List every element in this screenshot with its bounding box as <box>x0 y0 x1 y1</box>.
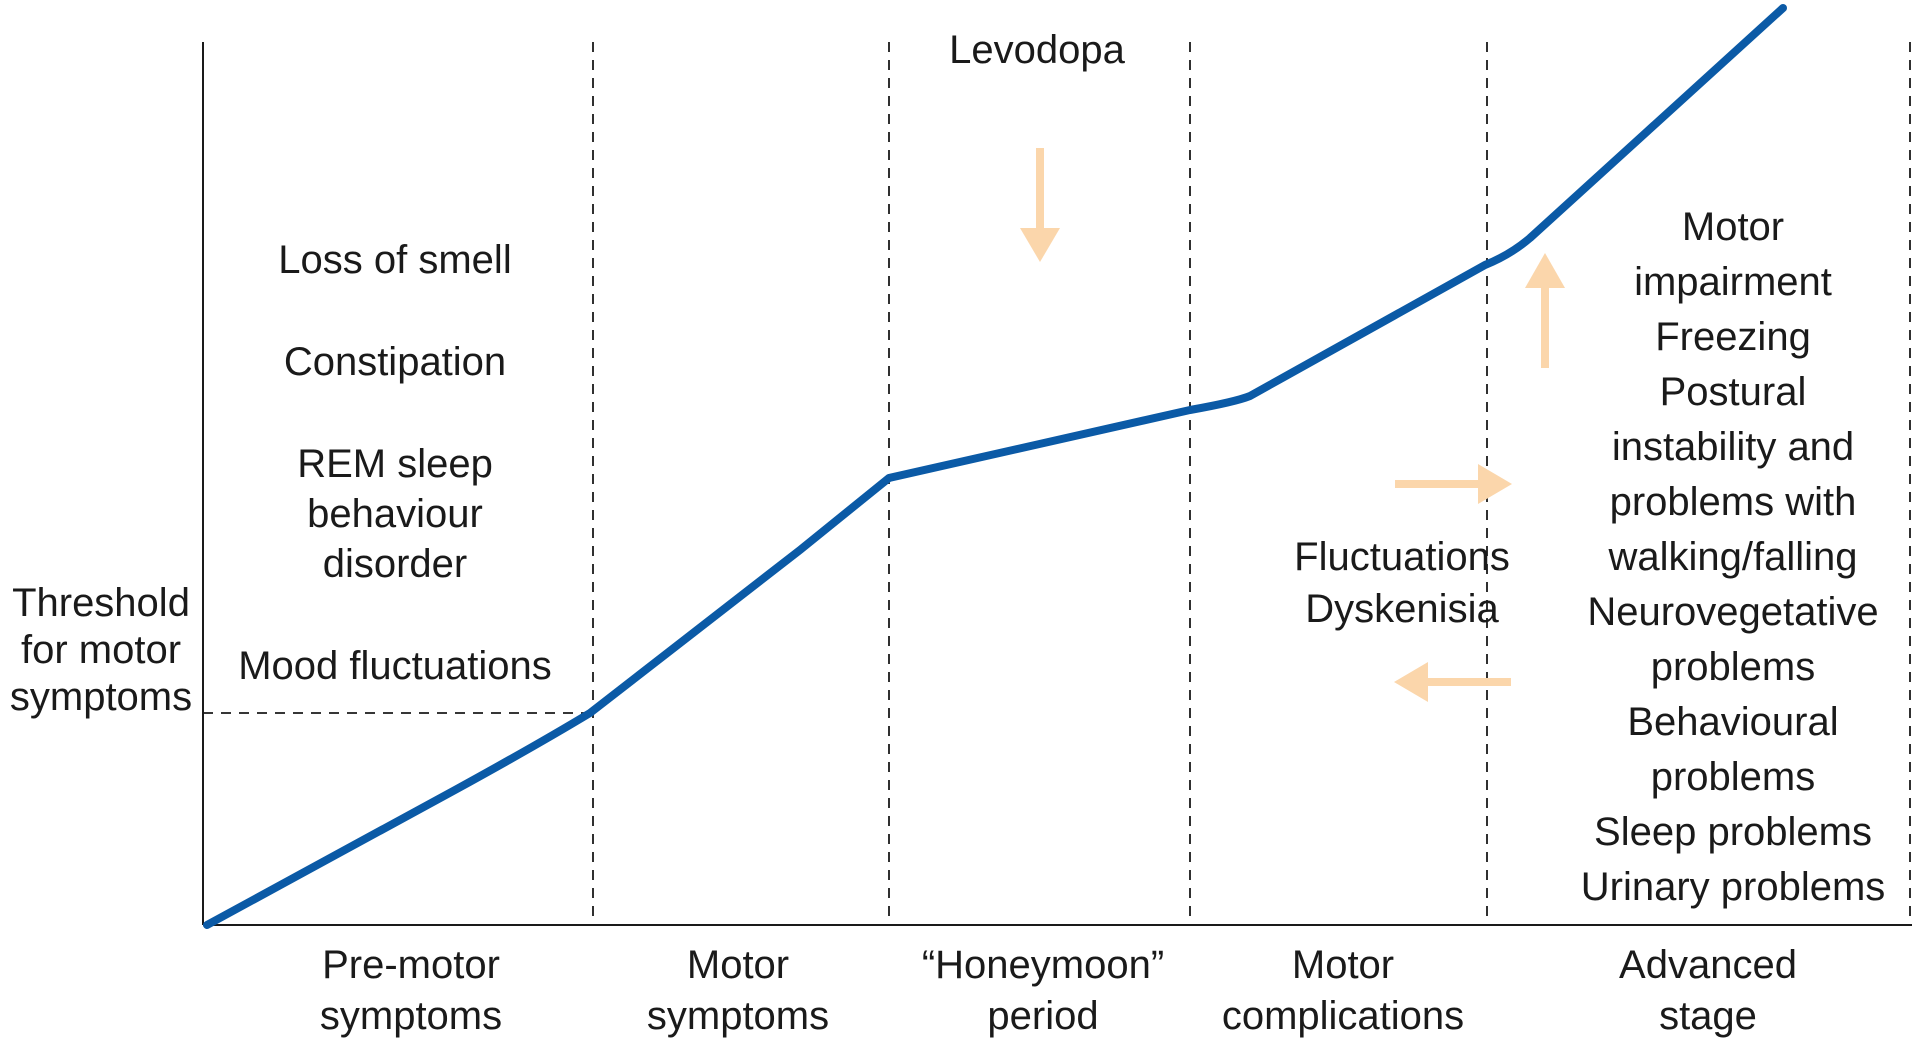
advanced-line-5: instability and <box>1612 425 1854 469</box>
progression-curve <box>203 4 1787 929</box>
mood-fluctuations-label: Mood fluctuations <box>238 644 552 688</box>
levodopa-label: Levodopa <box>949 28 1125 72</box>
stage-5-line-1: Advanced <box>1619 943 1797 987</box>
stage-5-line-2: stage <box>1659 994 1757 1038</box>
advanced-line-11: problems <box>1651 755 1816 799</box>
rem-sleep-line-3: disorder <box>323 542 468 586</box>
rem-sleep-line-1: REM sleep <box>297 442 493 486</box>
threshold-line-1: Threshold <box>12 581 190 625</box>
threshold-label: Threshold for motor symptoms <box>10 581 192 719</box>
advanced-line-7: walking/falling <box>1607 535 1857 579</box>
stage-2-line-2: symptoms <box>647 994 829 1038</box>
arrow-right-icon <box>1395 464 1512 504</box>
arrow-up-icon <box>1525 253 1565 368</box>
advanced-line-1: Motor <box>1682 205 1784 249</box>
stage-3-line-1: “Honeymoon” <box>922 943 1164 987</box>
constipation-label: Constipation <box>284 340 506 384</box>
arrow-down-icon <box>1020 148 1060 262</box>
dyskenisia-label: Dyskenisia <box>1305 587 1499 631</box>
stage-1-line-2: symptoms <box>320 994 502 1038</box>
advanced-line-4: Postural <box>1660 370 1807 414</box>
advanced-line-6: problems with <box>1610 480 1857 524</box>
advanced-line-2: impairment <box>1634 260 1832 304</box>
threshold-line-3: symptoms <box>10 675 192 719</box>
advanced-line-9: problems <box>1651 645 1816 689</box>
stage-4-line-2: complications <box>1222 994 1464 1038</box>
loss-of-smell-label: Loss of smell <box>278 238 511 282</box>
advanced-line-3: Freezing <box>1655 315 1811 359</box>
advanced-symptoms: Motor impairment Freezing Postural insta… <box>1581 205 1886 909</box>
premotor-symptoms: Loss of smell Constipation REM sleep beh… <box>238 238 552 688</box>
arrow-left-icon <box>1394 662 1511 702</box>
fluctuations-label: Fluctuations <box>1294 535 1510 579</box>
advanced-line-12: Sleep problems <box>1594 810 1872 854</box>
complications-label: Fluctuations Dyskenisia <box>1294 535 1510 631</box>
threshold-line-2: for motor <box>21 628 181 672</box>
stage-3-line-2: period <box>987 994 1098 1038</box>
advanced-line-13: Urinary problems <box>1581 865 1886 909</box>
advanced-line-10: Behavioural <box>1627 700 1838 744</box>
stage-4-line-1: Motor <box>1292 943 1394 987</box>
stage-labels: Pre-motor symptoms Motor symptoms “Honey… <box>320 943 1797 1038</box>
stage-2-line-1: Motor <box>687 943 789 987</box>
rem-sleep-line-2: behaviour <box>307 492 483 536</box>
advanced-line-8: Neurovegetative <box>1587 590 1878 634</box>
stage-1-line-1: Pre-motor <box>322 943 500 987</box>
